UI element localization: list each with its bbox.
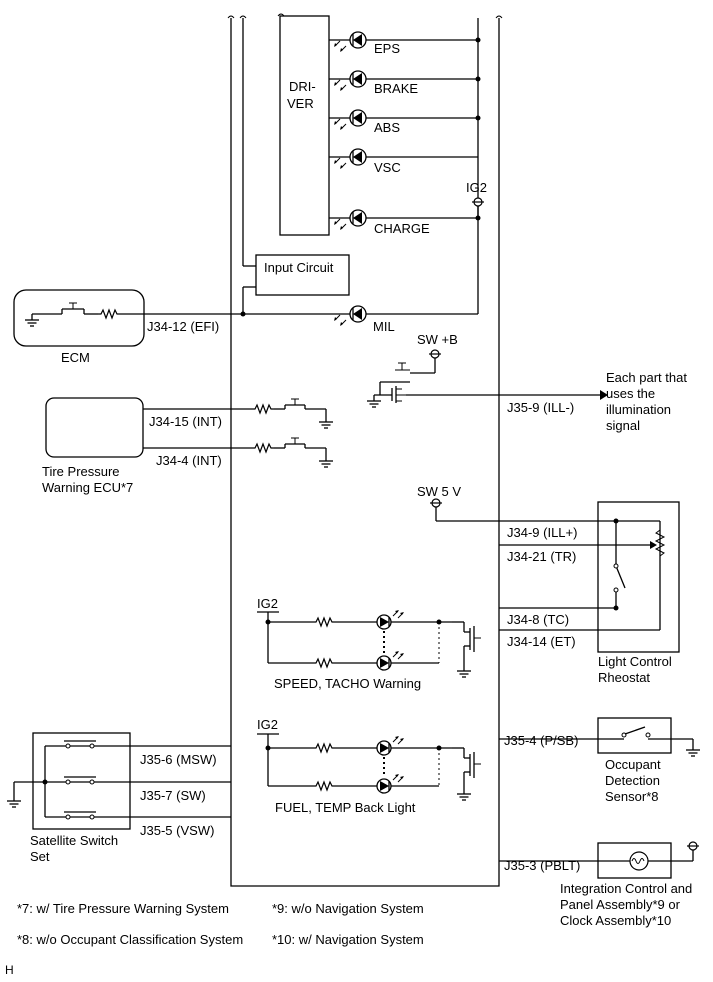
illum-text-1: Each part that [606, 370, 687, 385]
ecm-box [13, 289, 145, 347]
rheostat-pin-4: J34-14 (ET) [507, 634, 576, 649]
corner-mark: H [5, 963, 14, 977]
occupant-label-1: Occupant [605, 757, 661, 772]
occupant-ground-icon [685, 743, 701, 757]
occupant-pin: J35-4 (P/SB) [504, 733, 578, 748]
swb-label: SW +B [417, 332, 458, 347]
integration-label-2: Panel Assembly*9 or [560, 897, 681, 912]
illum-text-3: illumination [606, 402, 671, 417]
occupant-box [597, 717, 672, 754]
illum-pin: J35-9 (ILL-) [507, 400, 574, 415]
occupant-label-3: Sensor*8 [605, 789, 658, 804]
vsc-led-icon [333, 148, 367, 170]
abs-label: ABS [374, 120, 400, 135]
ecm-ground-icon [24, 313, 40, 327]
ig2-top-label: IG2 [466, 180, 487, 195]
rheostat-pin-1: J34-9 (ILL+) [507, 525, 577, 540]
satellite-box [32, 732, 131, 830]
ecm-pin: J34-12 (EFI) [147, 319, 219, 334]
fuel-label: FUEL, TEMP Back Light [275, 800, 416, 815]
swb-terminal-icon [428, 349, 442, 359]
input-circuit-box [255, 254, 350, 296]
integration-pin: J35-3 (PBLT) [504, 858, 580, 873]
ig2-terminal-icon [471, 197, 485, 207]
ig2-speed-label: IG2 [257, 596, 278, 611]
rheostat-box [597, 501, 680, 653]
ig2-fuel-label: IG2 [257, 717, 278, 732]
abs-led-icon [333, 109, 367, 131]
sw5v-terminal-icon [429, 498, 443, 508]
footnote-8: *8: w/o Occupant Classification System [17, 932, 244, 947]
meter-outline [230, 18, 500, 887]
tire-ground-1-icon [318, 415, 334, 429]
tire-label-1: Tire Pressure [42, 464, 120, 479]
driver-box [279, 15, 330, 236]
satellite-pin-2: J35-7 (SW) [140, 788, 206, 803]
charge-label: CHARGE [374, 221, 430, 236]
tire-pin-1: J34-15 (INT) [149, 414, 222, 429]
speed-led-2-icon [376, 650, 405, 671]
illum-text-4: signal [606, 418, 640, 433]
mil-label: MIL [373, 319, 395, 334]
driver-label-1: DRI- [289, 79, 316, 94]
fuel-led-2-icon [376, 773, 405, 794]
vsc-label: VSC [374, 160, 401, 175]
brake-led-icon [333, 70, 367, 92]
sw5v-label: SW 5 V [417, 484, 461, 499]
mil-led-icon [333, 305, 367, 327]
illum-ground-icon [366, 394, 382, 408]
tire-ground-2-icon [318, 454, 334, 468]
tire-pin-2: J34-4 (INT) [156, 453, 222, 468]
integration-terminal-icon [686, 841, 700, 851]
integration-label-3: Clock Assembly*10 [560, 913, 671, 928]
rheostat-pin-3: J34-8 (TC) [507, 612, 569, 627]
integration-label-1: Integration Control and [560, 881, 692, 896]
rheostat-label-1: Light Control [598, 654, 672, 669]
satellite-label-1: Satellite Switch [30, 833, 118, 848]
satellite-label-2: Set [30, 849, 50, 864]
eps-led-icon [333, 31, 367, 53]
rheostat-label-2: Rheostat [598, 670, 650, 685]
ecm-label: ECM [61, 350, 90, 365]
speed-label: SPEED, TACHO Warning [274, 676, 421, 691]
speed-ground-icon [456, 664, 472, 678]
eps-label: EPS [374, 41, 400, 56]
satellite-pin-1: J35-6 (MSW) [140, 752, 217, 767]
satellite-pin-3: J35-5 (VSW) [140, 823, 214, 838]
rheostat-pin-2: J34-21 (TR) [507, 549, 576, 564]
footnote-10: *10: w/ Navigation System [272, 932, 424, 947]
tire-ecu-box [45, 397, 144, 458]
occupant-label-2: Detection [605, 773, 660, 788]
footnote-9: *9: w/o Navigation System [272, 901, 424, 916]
speed-led-1-icon [376, 609, 405, 630]
charge-led-icon [333, 209, 367, 231]
input-circuit-label: Input Circuit [264, 260, 334, 275]
illum-text-2: uses the [606, 386, 655, 401]
footnote-7: *7: w/ Tire Pressure Warning System [17, 901, 229, 916]
driver-label-2: VER [287, 96, 314, 111]
fuel-led-1-icon [376, 735, 405, 756]
tire-label-2: Warning ECU*7 [42, 480, 133, 495]
satellite-ground-icon [6, 794, 22, 808]
fuel-ground-icon [456, 787, 472, 801]
brake-label: BRAKE [374, 81, 418, 96]
